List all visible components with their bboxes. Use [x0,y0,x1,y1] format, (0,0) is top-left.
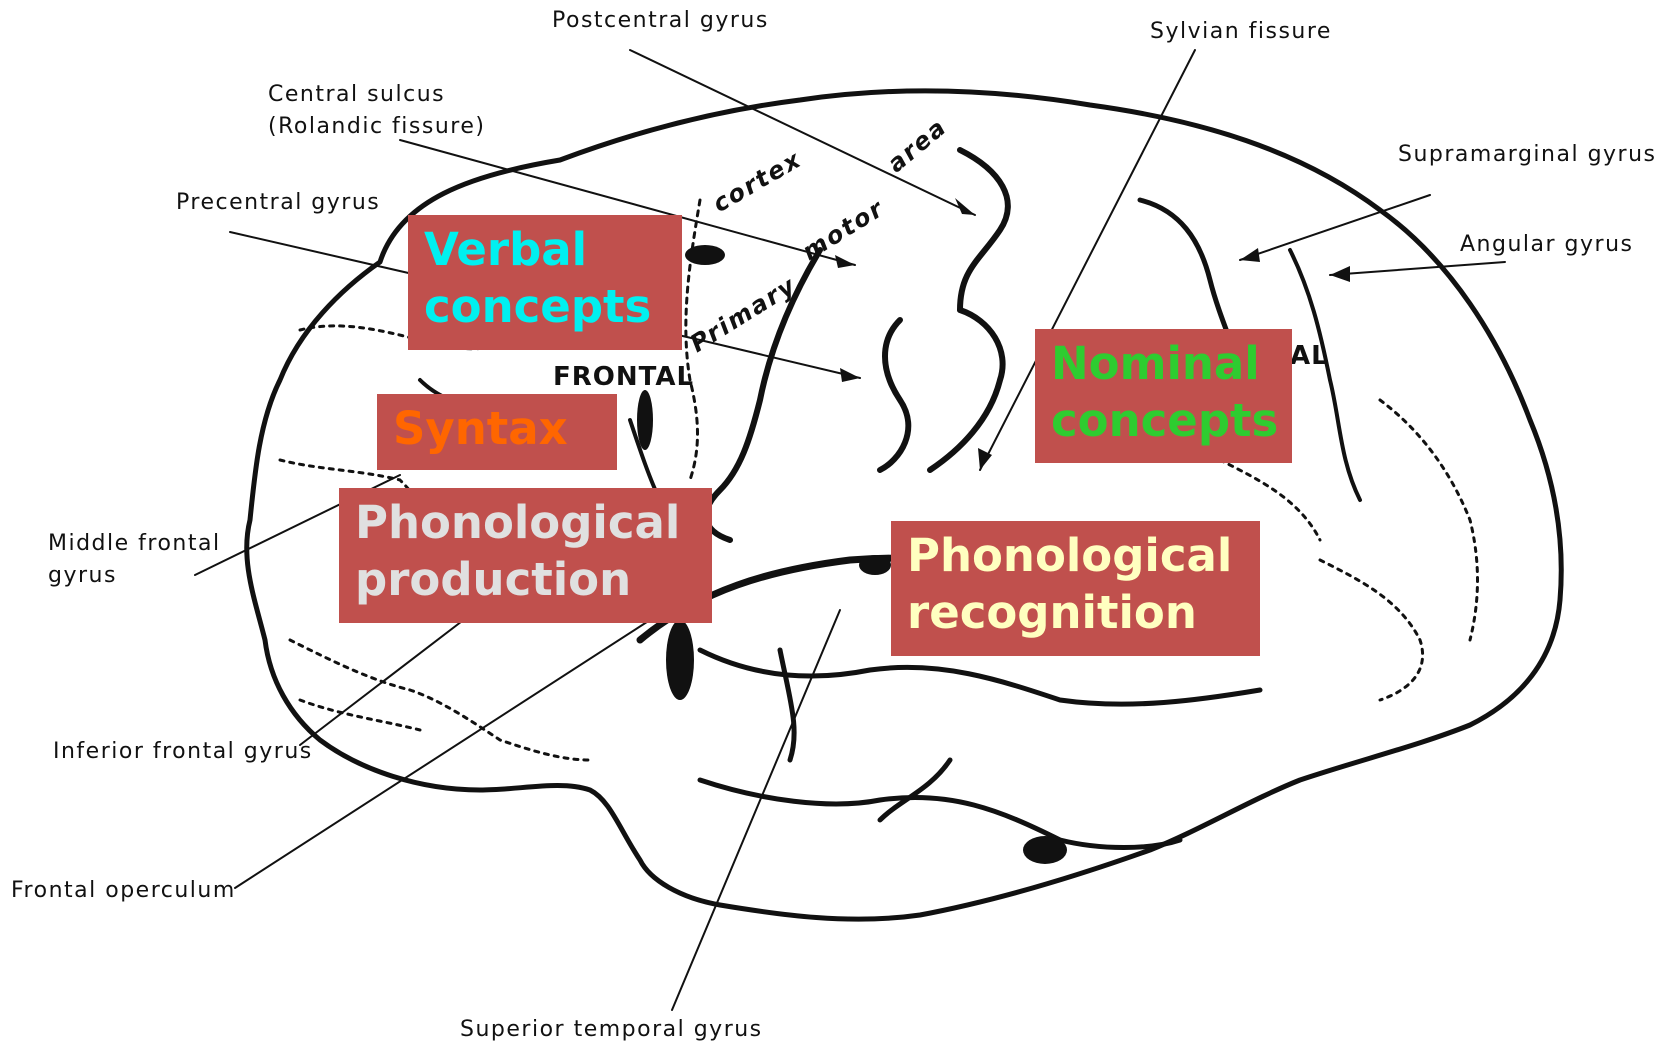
nominal-concepts-line2: concepts [1051,392,1276,449]
label-frontal-lobe: FRONTAL [553,362,694,392]
label-parietal-fragment: AL [1290,341,1329,371]
frontal-sulcus-dotted-3 [290,640,590,760]
box-phonological-production: Phonological production [339,488,712,623]
leader-primary [700,340,860,378]
verbal-concepts-line2: concepts [424,278,666,335]
box-verbal-concepts: Verbal concepts [408,215,682,350]
phon-recognition-line2: recognition [907,584,1244,641]
label-rolandic-fissure: (Rolandic fissure) [268,112,485,142]
label-frontal-operculum: Frontal operculum [11,876,236,906]
occipital-dotted-2 [1320,560,1423,700]
temporal-branch [780,650,794,760]
occipital-dotted [1380,400,1478,640]
phon-production-line1: Phonological [355,494,696,551]
label-central-sulcus: Central sulcus [268,80,445,110]
box-phonological-recognition: Phonological recognition [891,521,1260,656]
box-syntax: Syntax [377,394,617,470]
leader-inferior-frontal [300,615,470,745]
box-nominal-concepts: Nominal concepts [1035,329,1292,463]
phon-production-line2: production [355,551,696,608]
frontal-sulcus-dotted-4 [300,700,420,730]
temporal-branch-2 [880,760,950,820]
phon-recognition-line1: Phonological [907,527,1244,584]
temporal-lower-sulcus [700,780,1180,848]
label-supramarginal-gyrus: Supramarginal gyrus [1398,140,1655,170]
nominal-concepts-line1: Nominal [1051,335,1276,392]
parietal-sulcus [880,320,908,470]
label-sylvian-fissure: Sylvian fissure [1150,17,1332,47]
label-middle-frontal-gyrus: gyrus [48,561,117,591]
verbal-concepts-line1: Verbal [424,221,666,278]
label-angular-gyrus: Angular gyrus [1460,230,1633,260]
label-precentral-gyrus: Precentral gyrus [176,188,380,218]
leader-angular [1330,262,1505,275]
occipital-sulcus [1290,250,1360,500]
postcentral-sulcus [960,150,1008,310]
syntax-text: Syntax [393,400,601,457]
label-superior-temporal-gyrus: Superior temporal gyrus [460,1015,763,1045]
label-inferior-frontal-gyrus: Inferior frontal gyrus [53,737,313,767]
label-middle-frontal: Middle frontal [48,529,221,559]
label-postcentral-gyrus: Postcentral gyrus [552,6,769,36]
